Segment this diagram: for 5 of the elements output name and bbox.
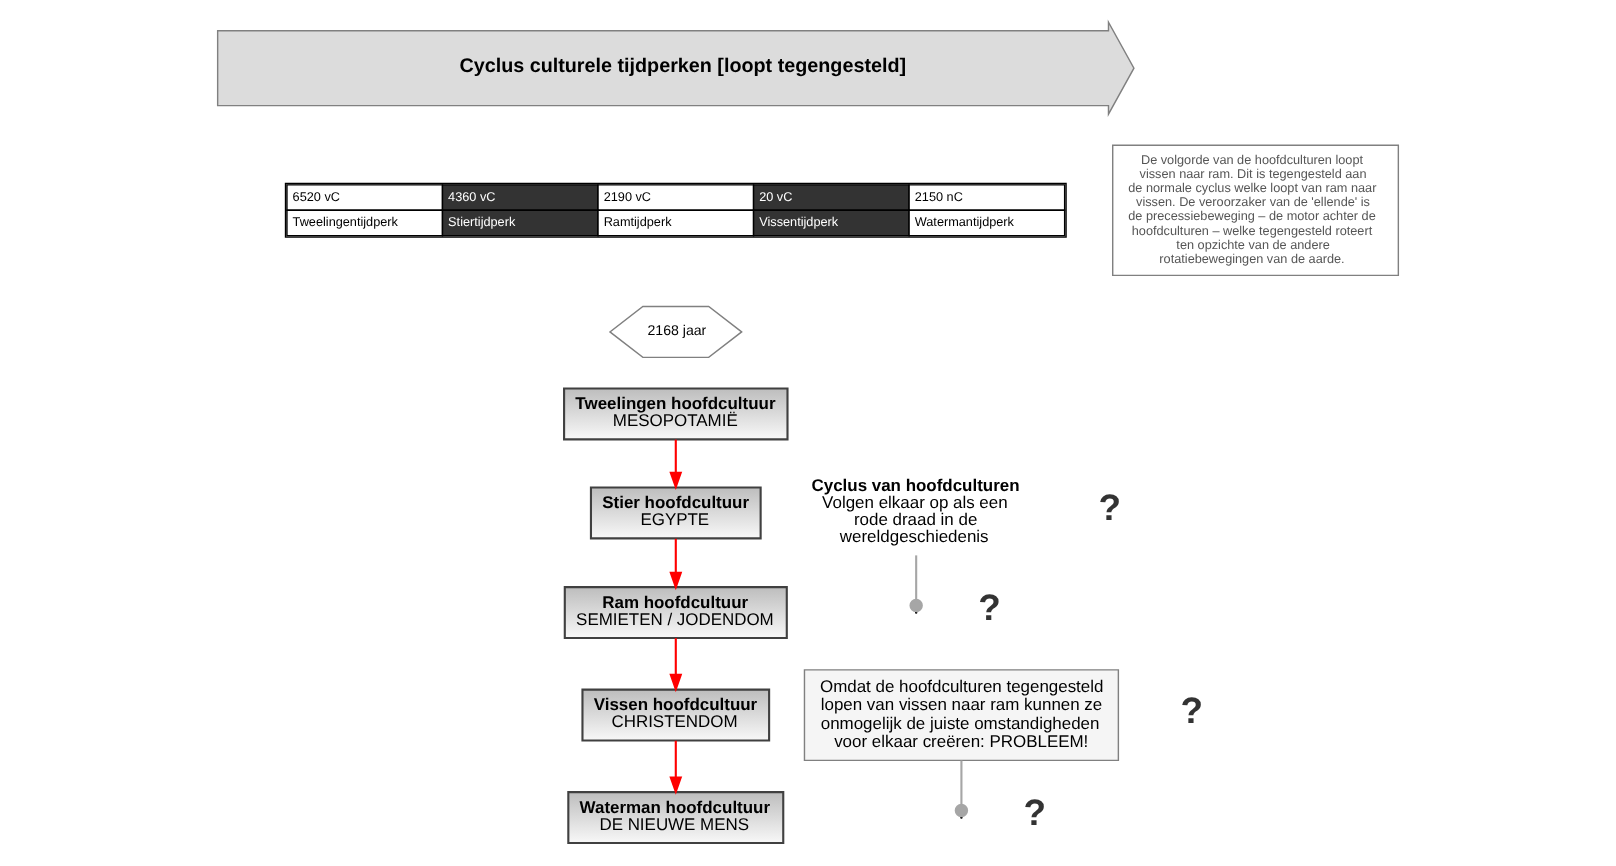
label: ? [978,586,1001,629]
label: ? [1023,791,1047,834]
label: ? [1180,688,1204,731]
label: ? [1098,486,1122,529]
node-text: Cyclus van hoofdculturen Volgen elkaar op als een rode draad in de wereldgeschiedenis [811,475,1020,547]
